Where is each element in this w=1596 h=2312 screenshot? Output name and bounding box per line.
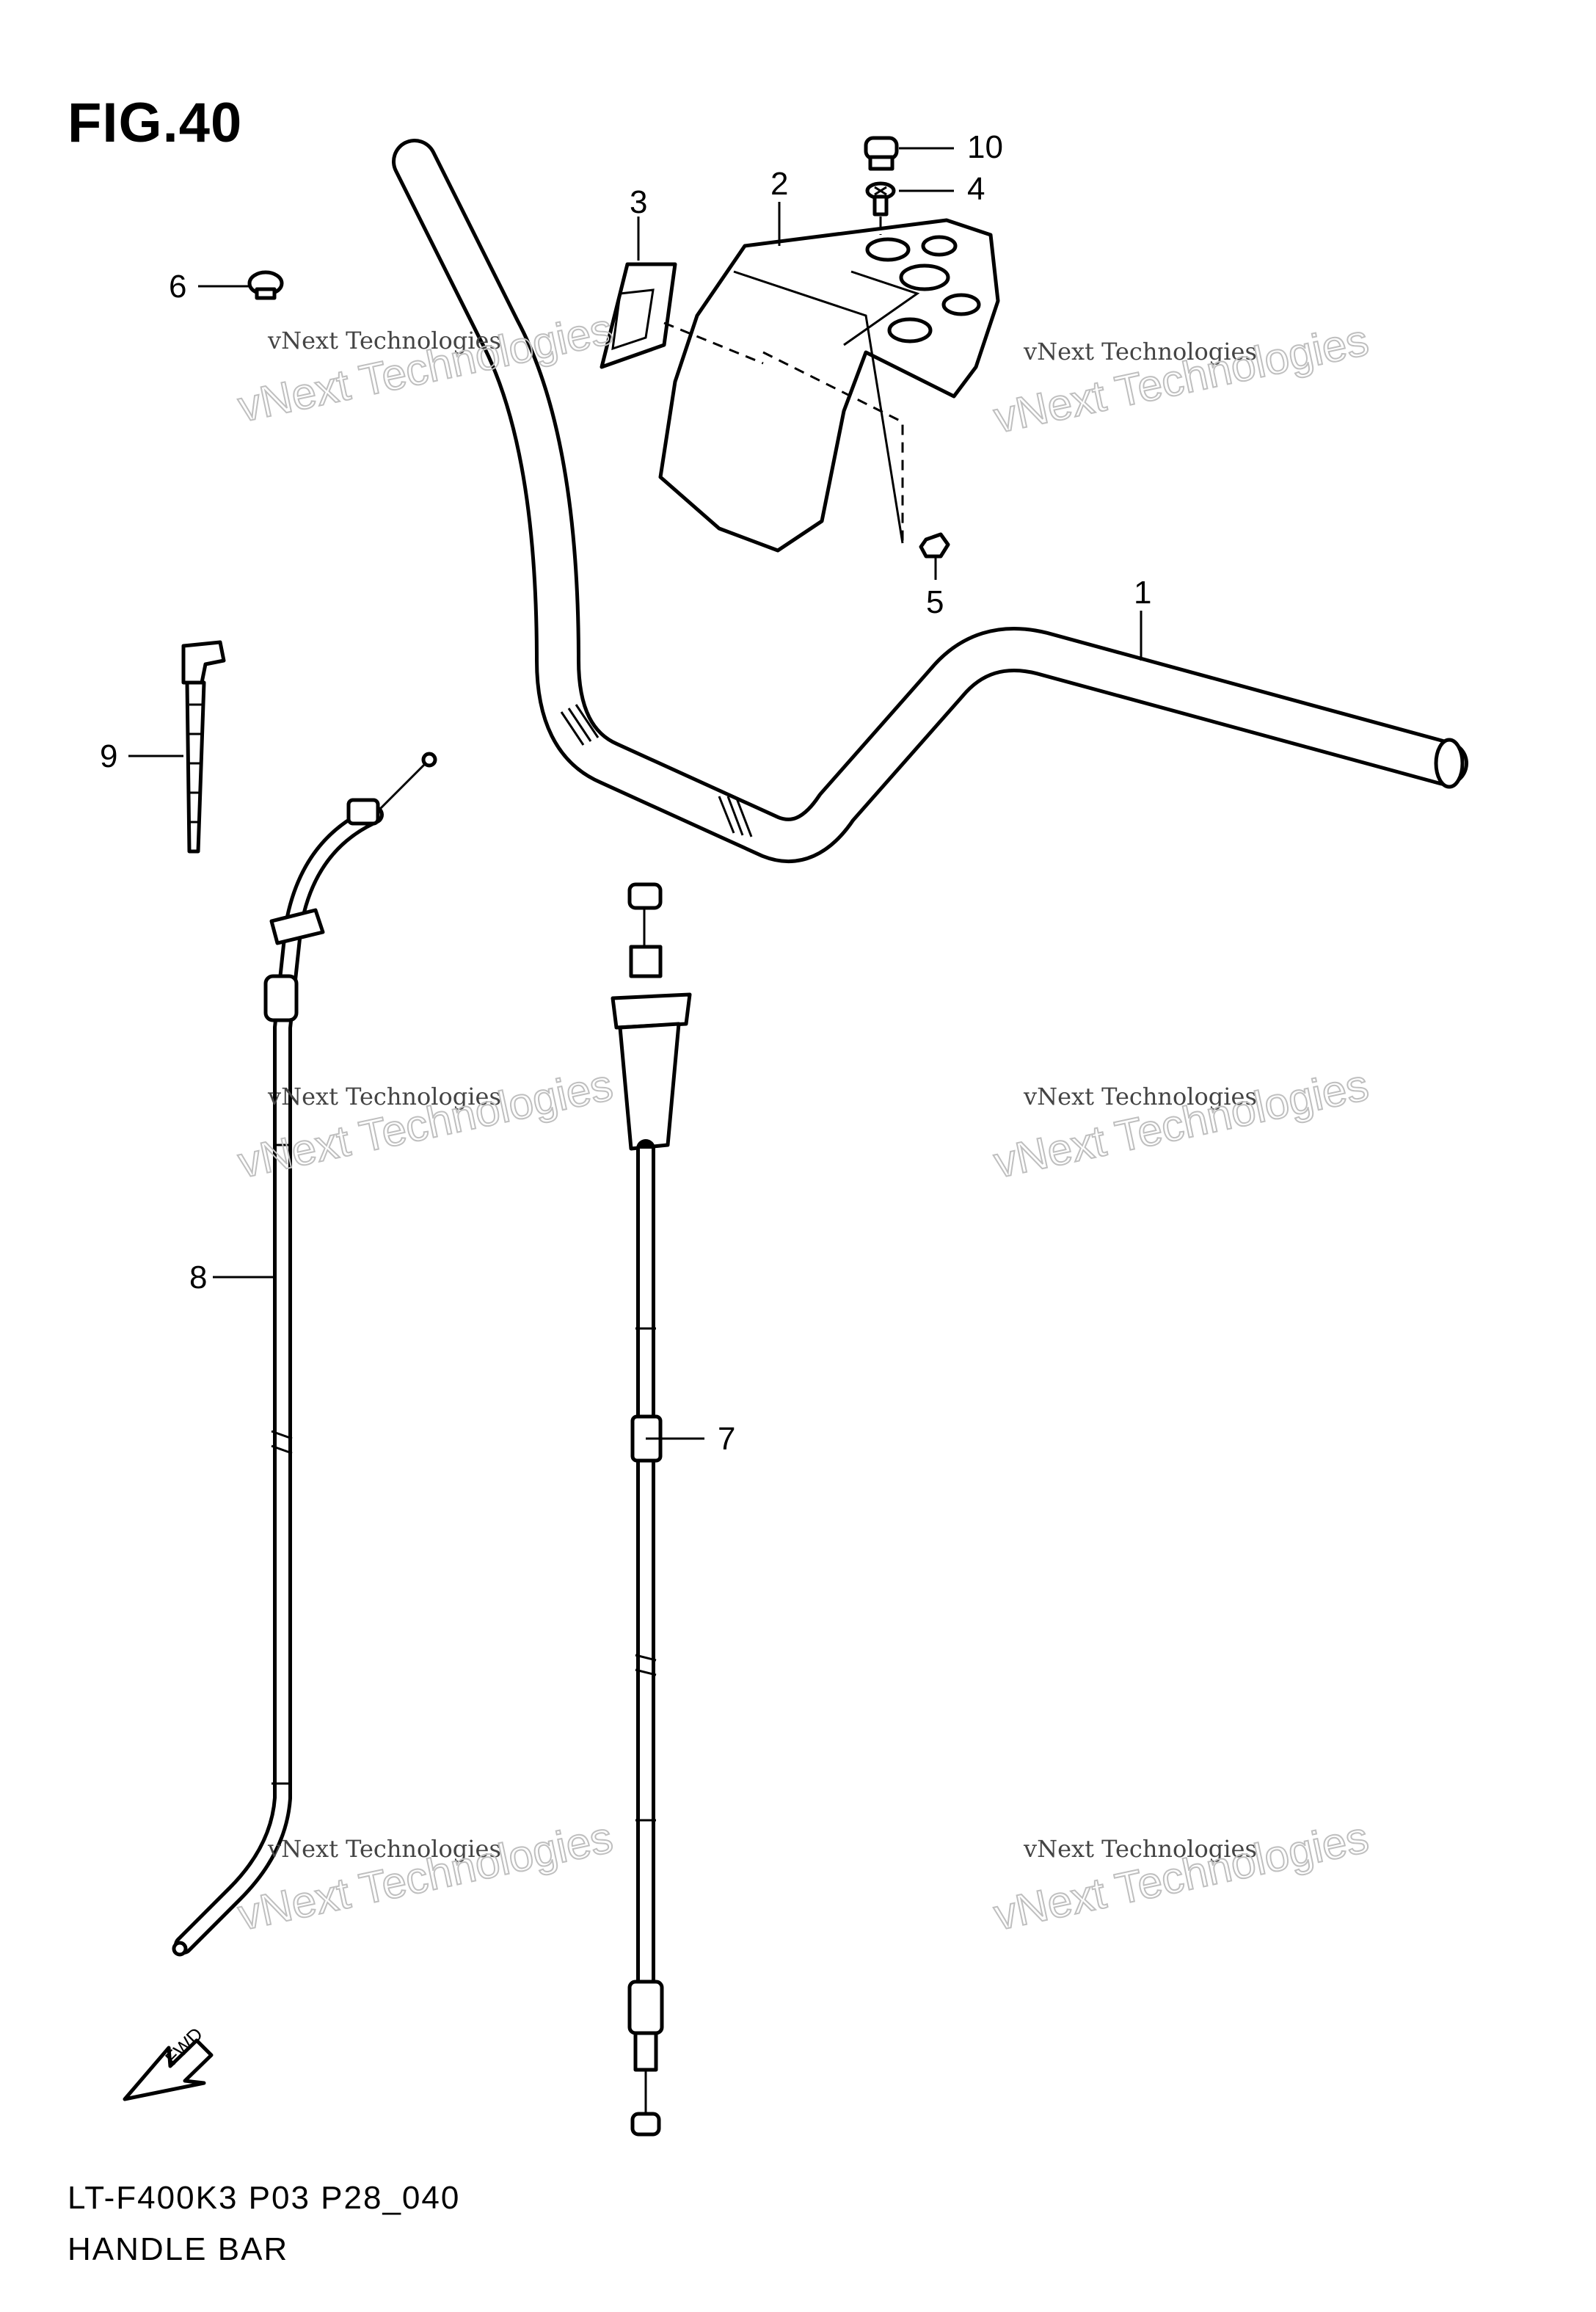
svg-text:vNext Technologies: vNext Technologies — [1023, 1835, 1257, 1863]
callout-2: 2 — [770, 166, 788, 202]
callout-8: 8 — [189, 1259, 207, 1295]
svg-text:vNext Technologies: vNext Technologies — [990, 315, 1373, 442]
callout-6: 6 — [169, 269, 186, 305]
cable-part-7 — [611, 882, 692, 2137]
watermark: vNext Technologies vNext Technologies vN… — [233, 303, 1374, 1940]
cable-part-8 — [172, 752, 437, 1957]
figure-number: FIG.40 — [68, 92, 243, 154]
svg-text:vNext Technologies: vNext Technologies — [267, 327, 501, 355]
nut-part — [919, 532, 950, 559]
svg-text:vNext Technologies: vNext Technologies — [990, 1812, 1373, 1939]
callout-7: 7 — [718, 1421, 735, 1457]
emblem-part — [600, 262, 764, 369]
svg-text:vNext Technologies: vNext Technologies — [990, 1060, 1373, 1187]
svg-text:vNext Technologies: vNext Technologies — [267, 1835, 501, 1863]
plug-part — [247, 270, 284, 300]
model-code: LT-F400K3 P03 P28_040 — [68, 2180, 461, 2216]
callout-10: 10 — [967, 129, 1003, 165]
callout-9: 9 — [100, 738, 117, 774]
svg-text:vNext Technologies: vNext Technologies — [234, 1812, 617, 1939]
knurled-grip-band-left — [560, 704, 600, 746]
diagram-title: HANDLE BAR — [68, 2231, 289, 2267]
callout-1: 1 — [1134, 575, 1151, 611]
handlebar-cover-part — [658, 218, 1000, 553]
svg-text:vNext Technologies: vNext Technologies — [1023, 338, 1257, 366]
clamp-band-part — [181, 640, 226, 854]
callout-3: 3 — [630, 184, 647, 220]
handle-bar-part — [392, 139, 1468, 863]
svg-text:vNext Technologies: vNext Technologies — [1023, 1083, 1257, 1110]
callout-5: 5 — [926, 584, 944, 620]
leader-lines — [128, 147, 1143, 1440]
forward-arrow-icon — [123, 2038, 214, 2101]
cap-part — [864, 136, 899, 171]
knurled-grip-band-right — [718, 796, 753, 837]
callout-4: 4 — [967, 171, 985, 207]
screw-part — [865, 181, 896, 235]
svg-text:vNext Technologies: vNext Technologies — [234, 304, 617, 431]
svg-text:vNext Technologies: vNext Technologies — [267, 1083, 501, 1110]
